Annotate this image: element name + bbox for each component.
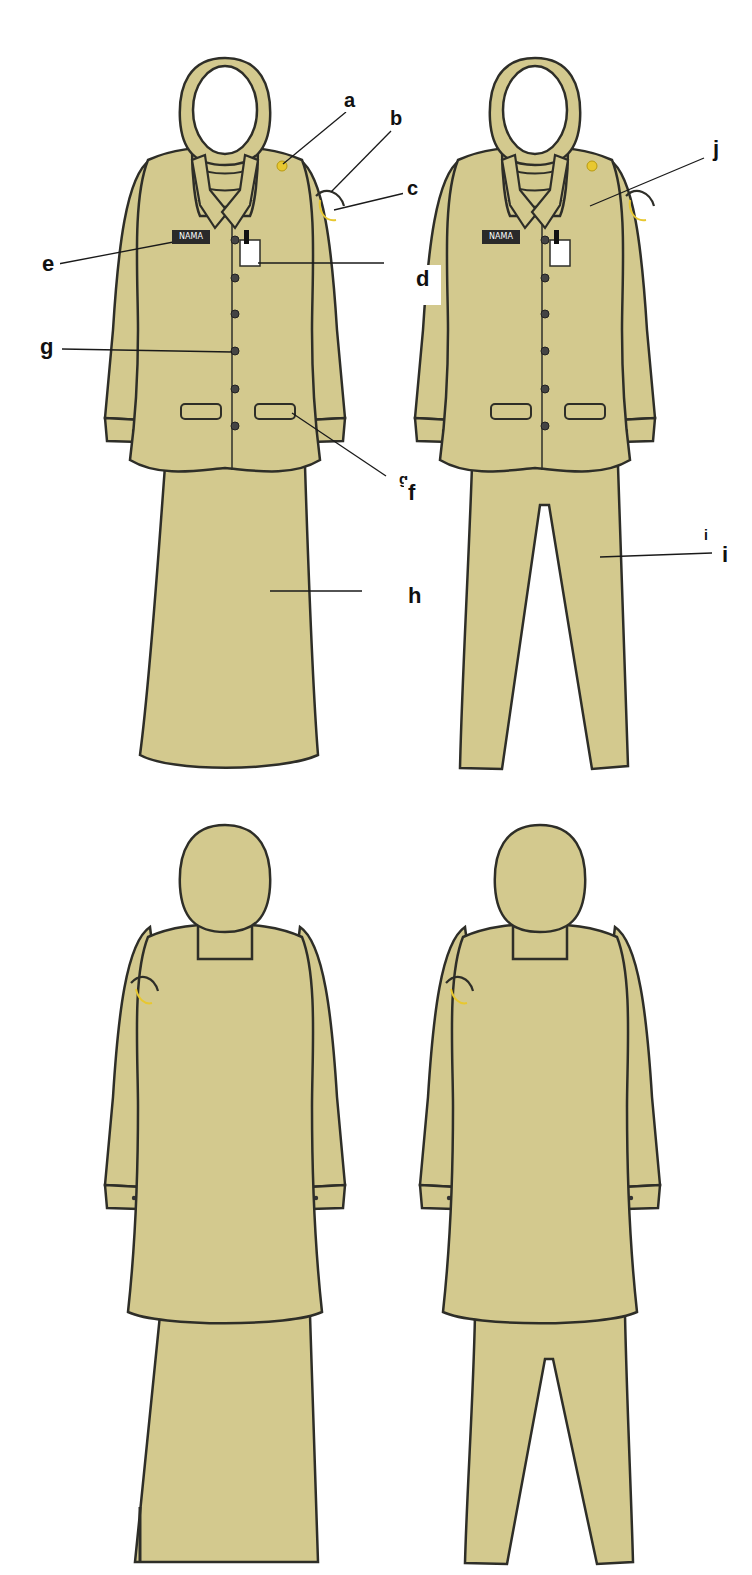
- leader-line: [590, 158, 704, 206]
- name-tag-text: NAMA: [482, 230, 520, 244]
- leader-line: [292, 413, 386, 476]
- back-trousers-figure: [420, 825, 660, 1564]
- skirt: [135, 1315, 318, 1562]
- callout-letter: i: [716, 542, 736, 577]
- trousers: [460, 466, 628, 769]
- jacket: [443, 825, 637, 1323]
- leader-line: [62, 349, 232, 352]
- skirt: [140, 466, 318, 768]
- shoulder-badge: [136, 989, 152, 1003]
- leader-line: [331, 131, 391, 192]
- callout-letter: h: [400, 582, 435, 616]
- front-trousers-figure: [415, 58, 655, 769]
- leader-line: [58, 240, 184, 264]
- name-tag-text: NAMA: [172, 230, 210, 244]
- jacket: [128, 825, 322, 1323]
- callout-letter: b: [386, 106, 406, 130]
- leader-line: [258, 262, 384, 263]
- front-skirt-figure: [105, 58, 345, 768]
- jacket: [130, 58, 344, 472]
- leader-lines: [58, 112, 712, 591]
- leader-line: [270, 590, 362, 591]
- leader-line: [600, 553, 712, 557]
- callout-letter: e: [36, 251, 60, 277]
- callout-letter: g: [34, 334, 59, 360]
- callout-letter: f: [404, 480, 423, 511]
- jacket: [440, 58, 654, 472]
- callout-letter: i: [703, 528, 709, 543]
- callout-letter: c: [403, 176, 422, 200]
- callout-letter: j: [707, 136, 725, 162]
- callout-letter: a: [340, 88, 359, 112]
- trousers: [465, 1315, 633, 1564]
- back-skirt-figure: [105, 825, 345, 1562]
- leader-line: [283, 112, 346, 164]
- callout-letter: d: [408, 265, 441, 305]
- shoulder-badge: [131, 977, 158, 991]
- shoulder-badge: [446, 977, 473, 991]
- leader-line: [334, 193, 405, 210]
- shoulder-badge: [451, 989, 467, 1003]
